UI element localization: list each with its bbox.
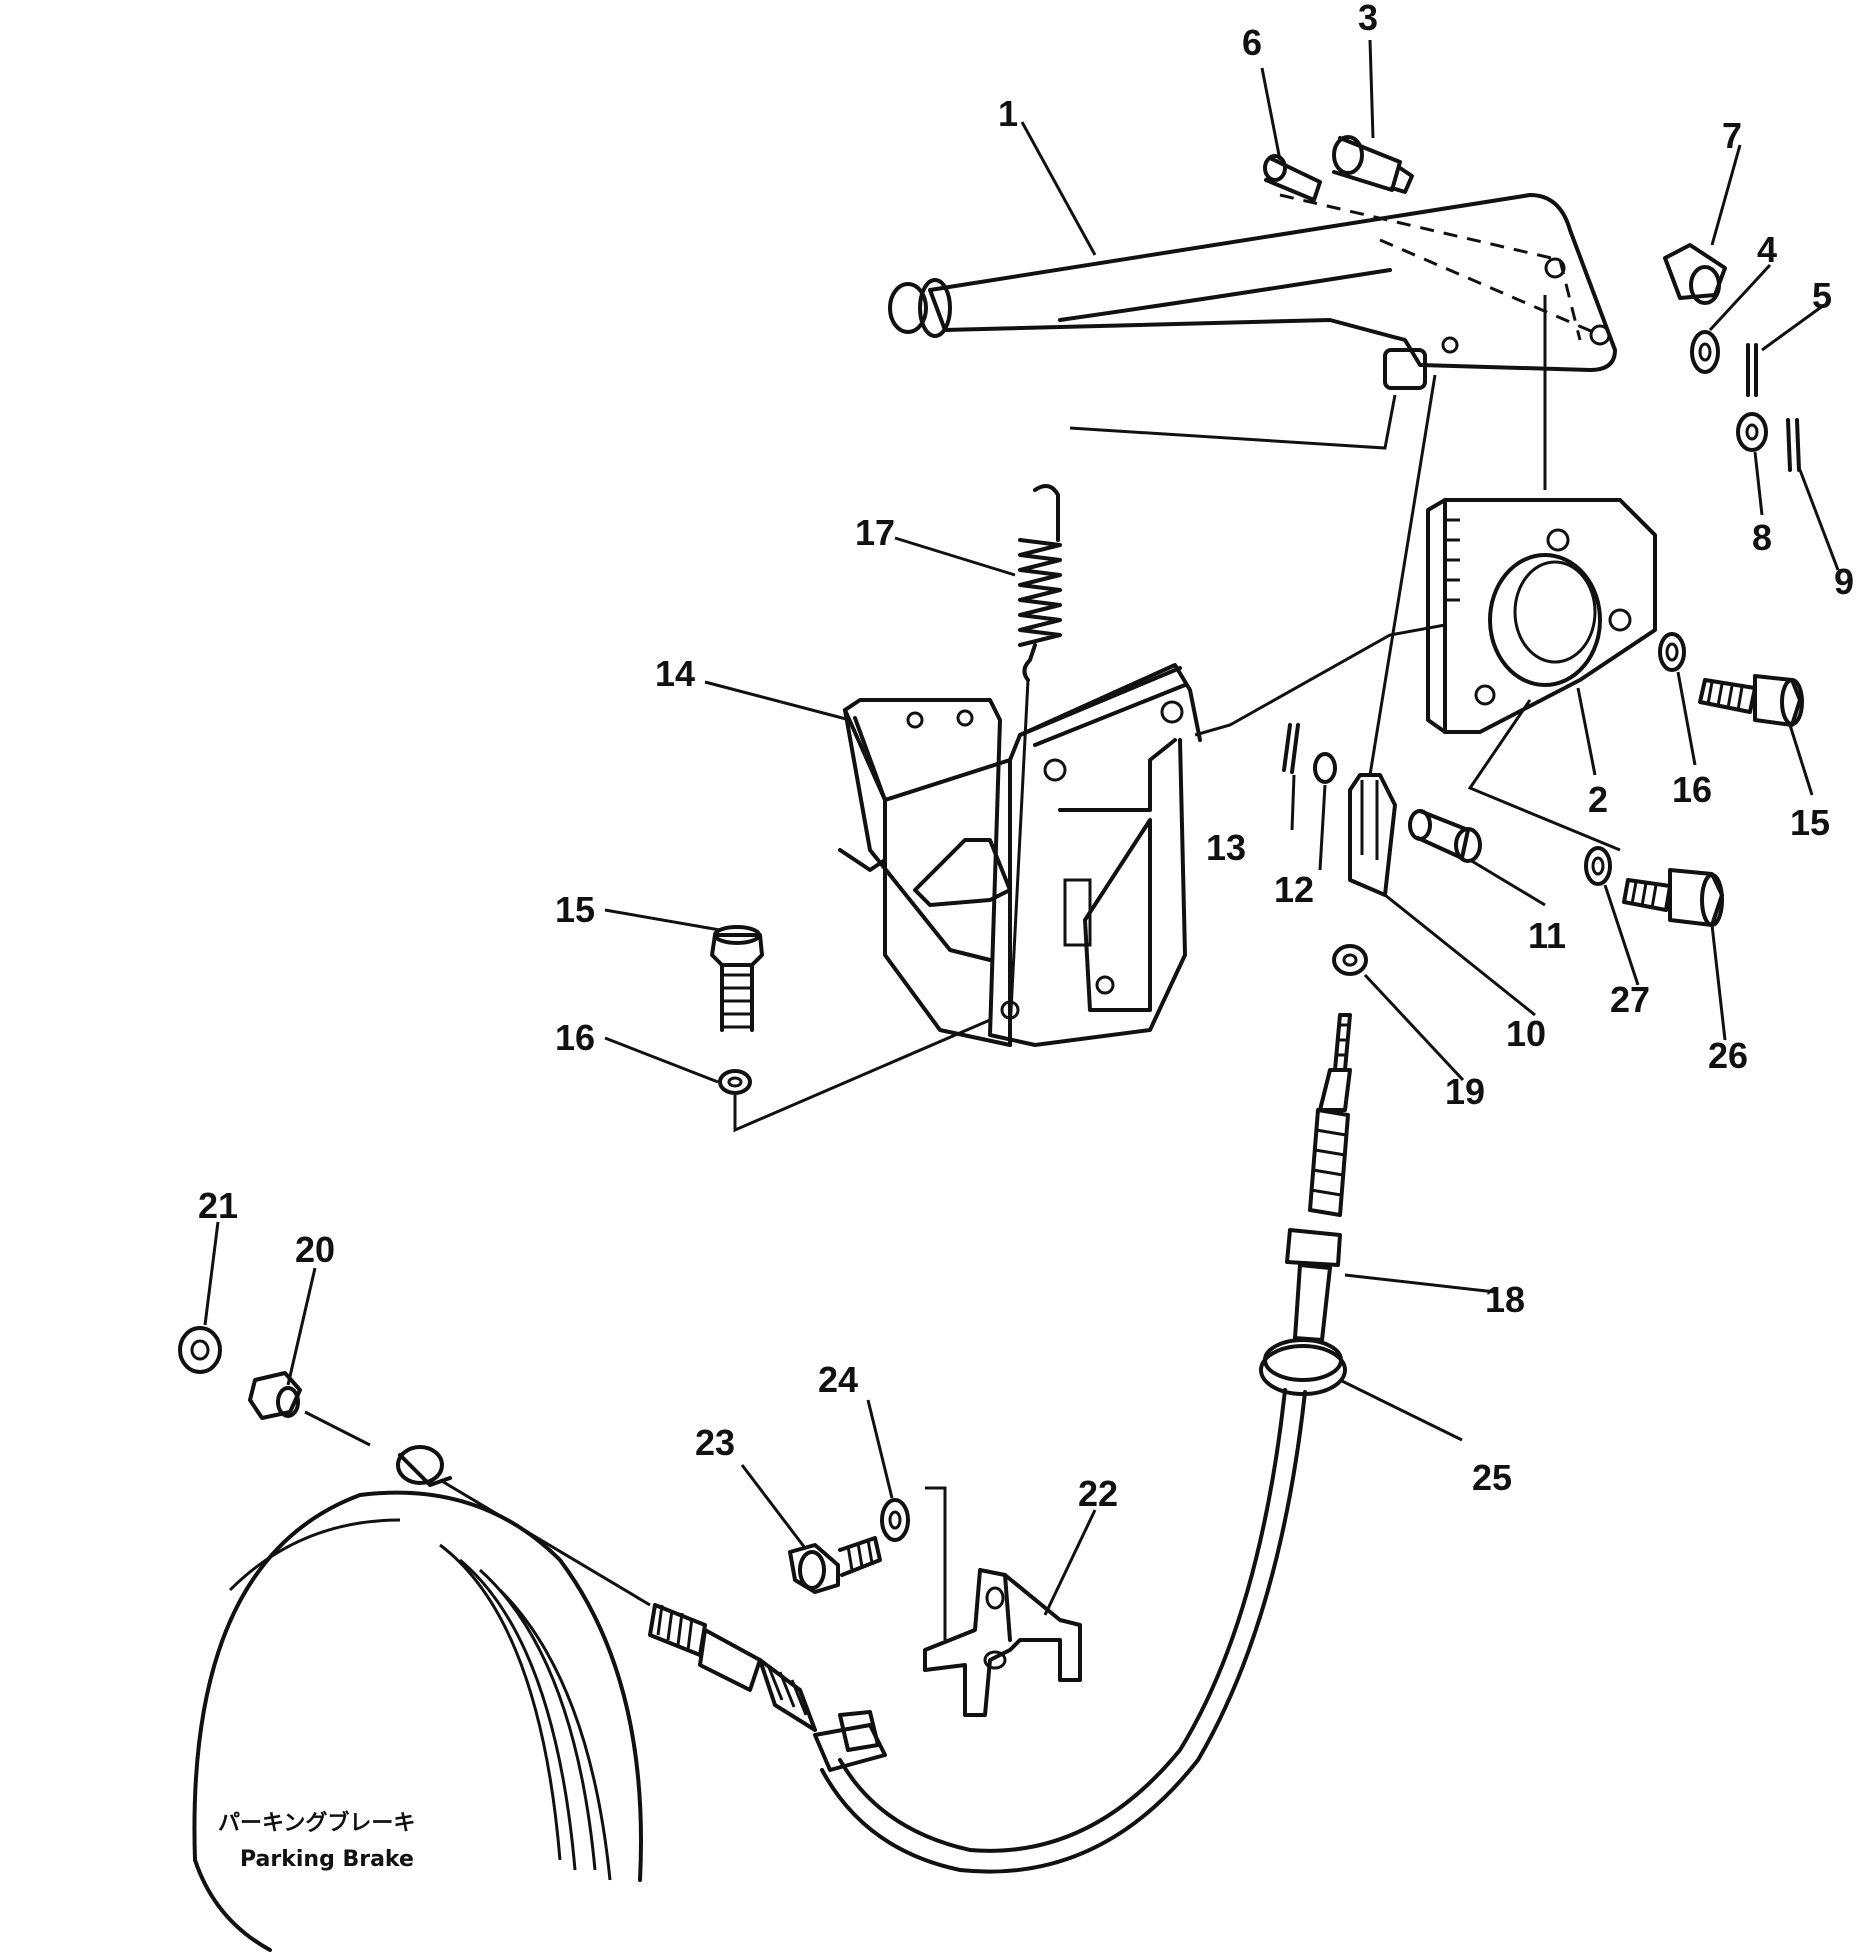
bolt-26	[1622, 868, 1724, 927]
assembly-line-pin-lower	[1379, 238, 1601, 337]
clevis	[1348, 773, 1397, 897]
washer-4	[1690, 330, 1720, 374]
small-pin	[1263, 154, 1322, 202]
callout-24: 24	[818, 1359, 858, 1400]
assembly-line-spring-top	[1069, 394, 1397, 450]
washer-24	[880, 1498, 910, 1542]
callout-9: 9	[1834, 561, 1854, 602]
callout-1: 1	[998, 93, 1018, 134]
lever-bracket	[838, 663, 1202, 1047]
washer-12	[1313, 752, 1337, 784]
callout-16-right: 16	[1672, 769, 1712, 810]
assembly-line-bolt-20	[304, 1410, 371, 1447]
callout-14: 14	[655, 653, 695, 694]
clevis-pin	[1408, 809, 1482, 863]
return-spring	[1018, 484, 1062, 682]
callout-2: 2	[1588, 779, 1608, 820]
callout-23: 23	[695, 1422, 735, 1463]
callout-16-left: 16	[555, 1017, 595, 1058]
callout-26: 26	[1708, 1035, 1748, 1076]
callout-25: 25	[1472, 1457, 1512, 1498]
leader-lines	[203, 39, 1840, 1616]
washer-16-upper-hole	[1665, 642, 1679, 662]
bushing	[1663, 243, 1727, 305]
bolt-15-left	[710, 925, 764, 1032]
nut-21-hole	[190, 1339, 210, 1361]
nut-19	[1332, 944, 1368, 976]
washer-27	[1584, 846, 1612, 886]
assembly-line-spring-bottom	[1008, 679, 1030, 1031]
callout-5: 5	[1812, 275, 1832, 316]
bracket-plate	[1426, 498, 1657, 734]
callout-labels: 1 2 3 4 5 6 7 8 9 10 11 12 13 14 15 16 1…	[198, 0, 1854, 1514]
cable-clamp-bracket	[923, 1568, 1082, 1717]
callout-15-left: 15	[555, 889, 595, 930]
assembly-line-pin	[1279, 193, 1582, 341]
callout-19: 19	[1445, 1071, 1485, 1112]
pin	[1332, 135, 1414, 194]
callout-13: 13	[1206, 827, 1246, 868]
bolt-15-upper	[1698, 674, 1804, 727]
callout-17: 17	[855, 512, 895, 553]
washer-16-left	[718, 1069, 752, 1095]
washer-24-hole	[888, 1510, 902, 1530]
nut-19-hole	[1342, 953, 1358, 967]
caption-english: Parking Brake	[240, 1847, 414, 1872]
callout-21: 21	[198, 1185, 238, 1226]
callout-10: 10	[1506, 1013, 1546, 1054]
assembly-line-left-bolt	[733, 1018, 991, 1133]
washer-16-left-hole	[727, 1076, 743, 1088]
assembly-line-clamp	[925, 1486, 947, 1640]
assembly-line-bracket-bolt	[1467, 699, 1621, 852]
nut-8	[1736, 412, 1768, 452]
washer-4-hole	[1698, 342, 1712, 362]
washer-16-upper	[1658, 632, 1686, 672]
assembly-line-clevis	[1368, 374, 1437, 776]
cotter-pin-9	[1786, 418, 1801, 472]
callout-6: 6	[1242, 22, 1262, 63]
assembly-line-bracket-to-plate	[1194, 623, 1446, 737]
callout-3: 3	[1358, 0, 1378, 38]
callout-11: 11	[1528, 915, 1566, 956]
callout-27: 27	[1610, 979, 1650, 1020]
nut-21	[178, 1326, 222, 1374]
callout-22: 22	[1078, 1473, 1118, 1514]
nut-8-hole	[1745, 423, 1759, 441]
callout-20: 20	[295, 1229, 335, 1270]
callout-12: 12	[1274, 869, 1314, 910]
cotter-pin-13	[1282, 723, 1300, 774]
callout-4: 4	[1757, 229, 1777, 270]
washer-27-hole	[1591, 856, 1605, 876]
caption-japanese: パーキングブレーキ	[218, 1810, 415, 1836]
callout-7: 7	[1722, 115, 1742, 156]
cotter-pin-5	[1746, 343, 1758, 397]
callout-8: 8	[1752, 517, 1772, 558]
bolt-20	[248, 1371, 302, 1420]
brake-lever	[888, 193, 1617, 390]
callout-18: 18	[1485, 1279, 1525, 1320]
bolt-23	[788, 1536, 882, 1594]
parking-brake-drum	[192, 1445, 643, 1952]
brake-cable	[648, 1013, 1352, 1874]
assembly-line-cable-end	[439, 1478, 651, 1607]
callout-15-right: 15	[1790, 802, 1830, 843]
